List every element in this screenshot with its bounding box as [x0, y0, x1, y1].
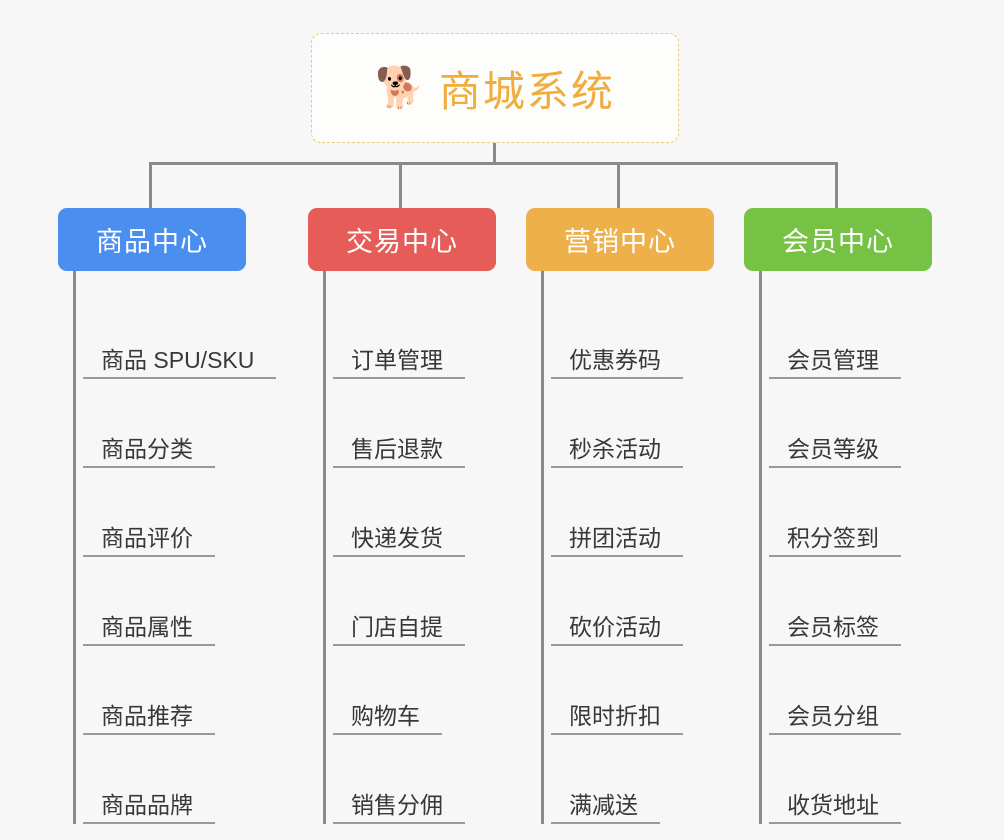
root-node[interactable]: 🐕 商城系统	[311, 33, 679, 143]
leaf-label: 优惠券码	[551, 348, 683, 379]
leaf-label: 商品 SPU/SKU	[83, 348, 277, 379]
branch-spine-2	[323, 271, 326, 824]
root-title: 商城系统	[438, 67, 615, 115]
branch-leaf-list-3: 优惠券码 秒杀活动 拼团活动 砍价活动 限时折扣 满减送	[541, 271, 714, 824]
connector-horizontal-bus	[149, 162, 837, 165]
branch-column-3: 营销中心 优惠券码 秒杀活动 拼团活动 砍价活动 限时折扣 满减送	[526, 208, 714, 824]
leaf-item[interactable]: 秒杀活动	[541, 379, 714, 468]
leaf-item[interactable]: 优惠券码	[541, 290, 714, 379]
shiba-dog-face-icon: 🐕	[375, 66, 425, 110]
leaf-item[interactable]: 商品推荐	[73, 646, 276, 735]
leaf-item[interactable]: 售后退款	[323, 379, 496, 468]
leaf-item[interactable]: 满减送	[541, 735, 714, 824]
leaf-item[interactable]: 商品属性	[73, 557, 276, 646]
connector-root-stem	[493, 143, 496, 164]
leaf-label: 会员分组	[769, 704, 901, 735]
branch-leaf-list-4: 会员管理 会员等级 积分签到 会员标签 会员分组 收货地址	[759, 271, 932, 824]
leaf-item[interactable]: 收货地址	[759, 735, 932, 824]
leaf-item[interactable]: 会员管理	[759, 290, 932, 379]
leaf-item[interactable]: 会员等级	[759, 379, 932, 468]
leaf-label: 门店自提	[333, 615, 465, 646]
branch-column-1: 商品中心 商品 SPU/SKU 商品分类 商品评价 商品属性 商品推荐 商品品牌	[58, 208, 277, 824]
leaf-label: 会员标签	[769, 615, 901, 646]
leaf-item[interactable]: 购物车	[323, 646, 496, 735]
leaf-label: 砍价活动	[551, 615, 683, 646]
leaf-label: 销售分佣	[333, 793, 465, 824]
leaf-item[interactable]: 快递发货	[323, 468, 496, 557]
leaf-label: 商品分类	[83, 437, 215, 468]
leaf-label: 快递发货	[333, 526, 465, 557]
branch-leaf-list-2: 订单管理 售后退款 快递发货 门店自提 购物车 销售分佣	[323, 271, 496, 824]
branch-leaf-list-1: 商品 SPU/SKU 商品分类 商品评价 商品属性 商品推荐 商品品牌	[73, 271, 277, 824]
leaf-item[interactable]: 门店自提	[323, 557, 496, 646]
branch-spine-1	[73, 271, 76, 824]
leaf-label: 满减送	[551, 793, 660, 824]
leaf-item[interactable]: 会员标签	[759, 557, 932, 646]
leaf-item[interactable]: 订单管理	[323, 290, 496, 379]
leaf-item[interactable]: 会员分组	[759, 646, 932, 735]
leaf-item[interactable]: 商品评价	[73, 468, 276, 557]
branch-spine-4	[759, 271, 762, 824]
branch-column-4: 会员中心 会员管理 会员等级 积分签到 会员标签 会员分组 收货地址	[744, 208, 932, 824]
leaf-item[interactable]: 积分签到	[759, 468, 932, 557]
leaf-label: 商品评价	[83, 526, 215, 557]
connector-drop-1	[149, 162, 152, 209]
leaf-label: 积分签到	[769, 526, 901, 557]
leaf-label: 会员管理	[769, 348, 901, 379]
leaf-label: 拼团活动	[551, 526, 683, 557]
branch-header-1[interactable]: 商品中心	[58, 208, 246, 271]
connector-drop-3	[617, 162, 620, 209]
leaf-item[interactable]: 商品品牌	[73, 735, 276, 824]
leaf-label: 商品属性	[83, 615, 215, 646]
leaf-label: 商品推荐	[83, 704, 215, 735]
leaf-label: 会员等级	[769, 437, 901, 468]
branch-column-2: 交易中心 订单管理 售后退款 快递发货 门店自提 购物车 销售分佣	[308, 208, 496, 824]
leaf-label: 商品品牌	[83, 793, 215, 824]
branch-header-2[interactable]: 交易中心	[308, 208, 496, 271]
leaf-item[interactable]: 商品分类	[73, 379, 276, 468]
connector-drop-2	[399, 162, 402, 209]
leaf-label: 购物车	[333, 704, 442, 735]
connector-drop-4	[835, 162, 838, 209]
branch-spine-3	[541, 271, 544, 824]
leaf-item[interactable]: 拼团活动	[541, 468, 714, 557]
leaf-item[interactable]: 销售分佣	[323, 735, 496, 824]
leaf-item[interactable]: 限时折扣	[541, 646, 714, 735]
leaf-item[interactable]: 商品 SPU/SKU	[73, 290, 277, 379]
leaf-item[interactable]: 砍价活动	[541, 557, 714, 646]
leaf-label: 秒杀活动	[551, 437, 683, 468]
leaf-label: 收货地址	[769, 793, 901, 824]
leaf-label: 限时折扣	[551, 704, 683, 735]
branch-header-4[interactable]: 会员中心	[744, 208, 932, 271]
leaf-label: 售后退款	[333, 437, 465, 468]
leaf-label: 订单管理	[333, 348, 465, 379]
branch-header-3[interactable]: 营销中心	[526, 208, 714, 271]
